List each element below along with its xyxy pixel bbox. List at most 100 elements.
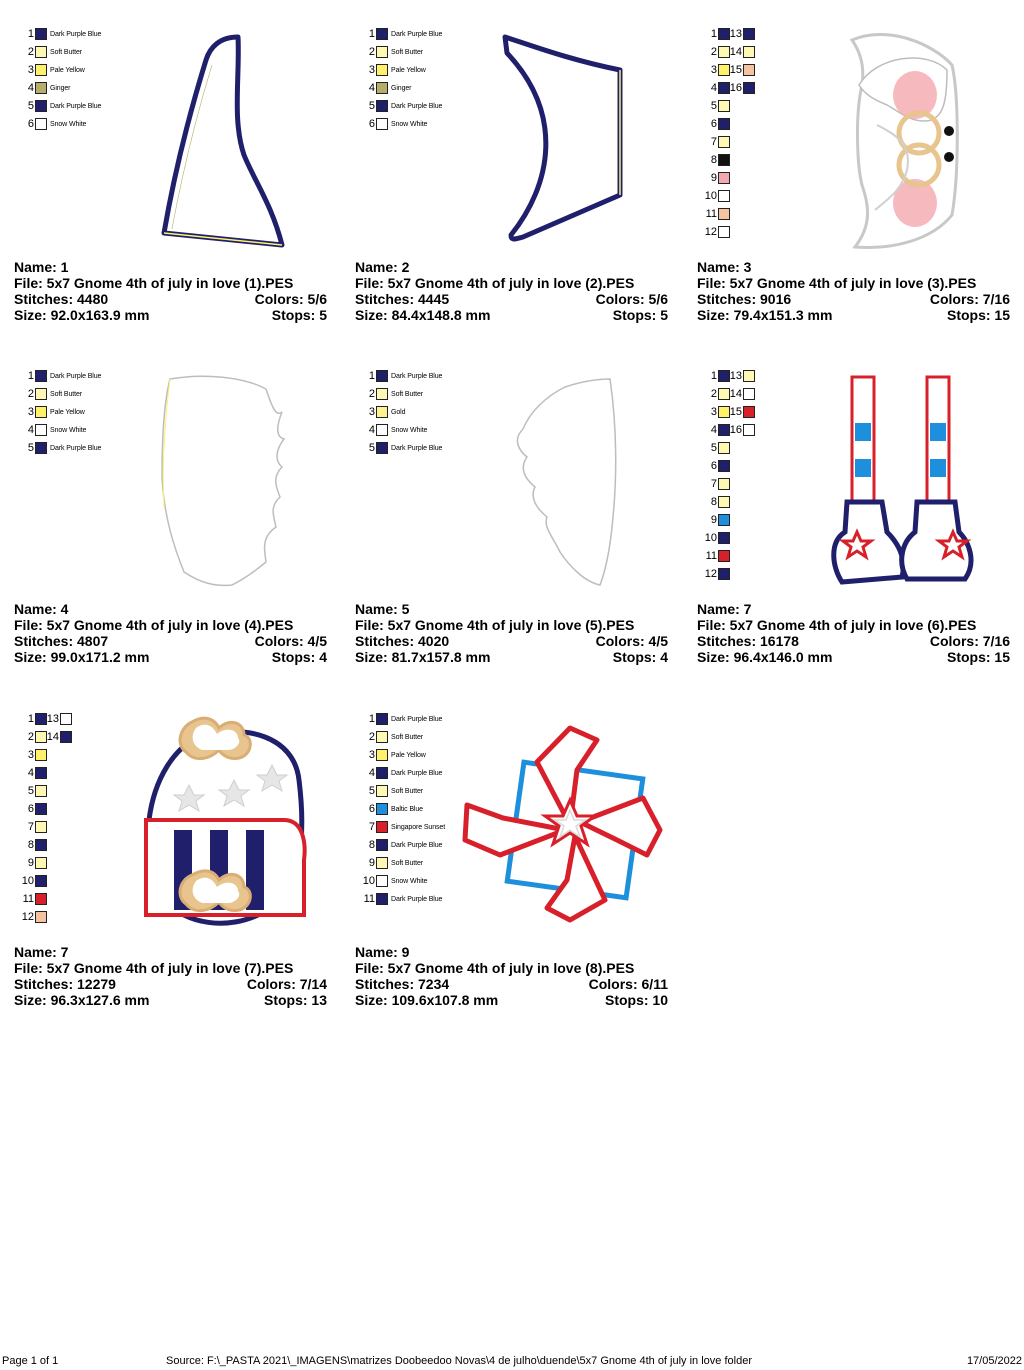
thread-swatch (35, 100, 47, 112)
thread-swatch (718, 496, 730, 508)
legend-number: 3 (368, 64, 375, 76)
thread-swatch (376, 406, 388, 418)
design-stops: Stops: 13 (263, 992, 327, 1008)
thread-name: Ginger (391, 84, 412, 92)
thread-swatch (376, 82, 388, 94)
legend-row: 10 (703, 529, 730, 547)
design-stops: Stops: 4 (271, 649, 327, 665)
thread-swatch (718, 208, 730, 220)
legend-row: 14 (727, 43, 755, 61)
thread-swatch (376, 839, 388, 851)
thread-swatch (35, 785, 47, 797)
legend-row: 8 (703, 151, 730, 169)
legend-row: 8 (703, 493, 730, 511)
legend-number: 6 (368, 118, 375, 130)
thread-swatch (376, 785, 388, 797)
legend-row: 14 (44, 728, 72, 746)
design-colors: Colors: 7/16 (929, 291, 1010, 307)
thread-name: Singapore Sunset (391, 823, 446, 831)
legend-number: 2 (368, 731, 375, 743)
design-colors: Colors: 7/14 (246, 976, 327, 992)
thread-name: Soft Butter (391, 390, 423, 398)
legend-number: 4 (710, 82, 717, 94)
thread-swatch (376, 713, 388, 725)
thread-swatch (743, 64, 755, 76)
thread-swatch (35, 839, 47, 851)
design-stitches: Stitches: 9016 (697, 291, 792, 307)
thread-swatch (35, 46, 47, 58)
legend-row: 9 (20, 854, 47, 872)
design-file: File: 5x7 Gnome 4th of july in love (8).… (355, 960, 635, 976)
design-size: Size: 92.0x163.9 mm (14, 307, 150, 323)
page-number: Page 1 of 1 (2, 1355, 59, 1367)
thread-swatch (35, 803, 47, 815)
design-preview-beard-left (161, 375, 286, 587)
thread-swatch (35, 821, 47, 833)
legend-row: 4 (20, 764, 47, 782)
thread-swatch (376, 875, 388, 887)
legend-number: 4 (27, 424, 34, 436)
thread-swatch (35, 857, 47, 869)
design-stitches: Stitches: 7234 (355, 976, 450, 992)
thread-swatch (60, 713, 72, 725)
thread-swatch (718, 28, 730, 40)
design-preview-legs-boots (831, 375, 974, 585)
thread-name: Soft Butter (391, 48, 423, 56)
legend-number: 7 (27, 821, 34, 833)
legend-number: 12 (704, 226, 717, 238)
thread-swatch (718, 460, 730, 472)
design-file: File: 5x7 Gnome 4th of july in love (6).… (697, 617, 977, 633)
legend-number: 11 (705, 550, 717, 562)
thread-name: Dark Purple Blue (391, 715, 443, 723)
design-file: File: 5x7 Gnome 4th of july in love (7).… (14, 960, 294, 976)
design-size: Size: 96.4x146.0 mm (697, 649, 833, 665)
design-stops: Stops: 15 (946, 307, 1010, 323)
thread-name: Dark Purple Blue (391, 895, 443, 903)
legend-number: 1 (368, 713, 375, 725)
thread-name: Dark Purple Blue (50, 102, 102, 110)
design-info: Name: 7 File: 5x7 Gnome 4th of july in l… (14, 944, 327, 1008)
thread-swatch (718, 424, 730, 436)
design-colors: Colors: 4/5 (595, 633, 668, 649)
thread-name: Dark Purple Blue (50, 30, 102, 38)
legend-row: 10 (703, 187, 730, 205)
design-name: Name: 3 (697, 259, 752, 275)
thread-swatch (376, 424, 388, 436)
legend-number: 15 (729, 64, 742, 76)
thread-name: Snow White (391, 120, 428, 128)
thread-name: Snow White (50, 426, 87, 434)
legend-row: 4 (703, 421, 730, 439)
legend-number: 11 (363, 893, 375, 905)
legend-number: 4 (368, 767, 375, 779)
design-stops: Stops: 4 (612, 649, 668, 665)
design-name: Name: 9 (355, 944, 410, 960)
legend-number: 1 (27, 28, 34, 40)
legend-number: 5 (710, 100, 717, 112)
thread-swatch (376, 893, 388, 905)
legend-row: 3 (703, 403, 730, 421)
thread-swatch (743, 388, 755, 400)
thread-swatch (718, 46, 730, 58)
legend-number: 7 (710, 136, 717, 148)
thread-swatch (376, 749, 388, 761)
legend-number: 8 (710, 496, 717, 508)
legend-row: 5 (703, 97, 730, 115)
legend-row: 5 (703, 439, 730, 457)
thread-name: Soft Butter (50, 390, 82, 398)
legend-number: 11 (705, 208, 717, 220)
design-name: Name: 7 (14, 944, 69, 960)
legend-number: 7 (368, 821, 375, 833)
legend-number: 11 (22, 893, 34, 905)
thread-swatch (718, 226, 730, 238)
legend-number: 9 (710, 172, 717, 184)
